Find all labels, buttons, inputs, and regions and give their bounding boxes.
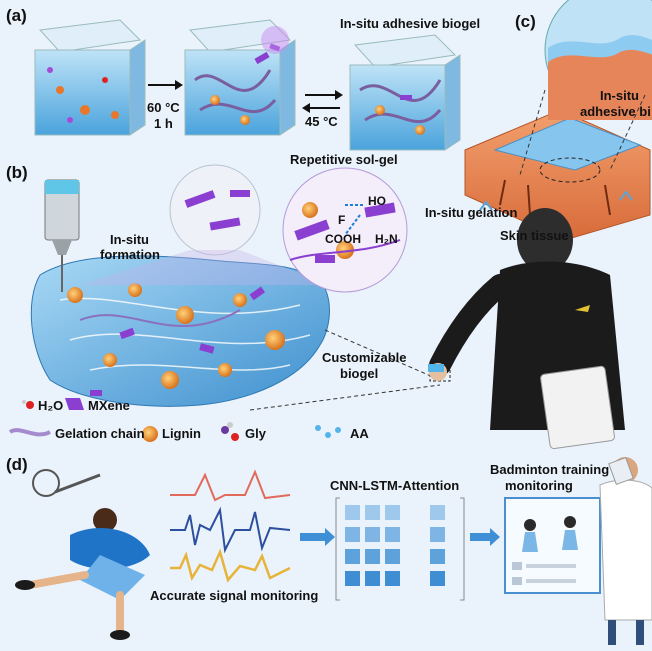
adhesive-biogel-title: In-situ adhesive biogel: [340, 16, 480, 31]
insitu-formation-line1: In-situ: [110, 232, 149, 247]
badminton-player: [15, 470, 150, 640]
signal-monitoring-label: Accurate signal monitoring: [150, 588, 318, 603]
beaker-cube-3: [350, 35, 460, 150]
repetitive-sol-gel: Repetitive sol-gel: [290, 152, 398, 167]
arrow-to-model: [300, 528, 335, 546]
beaker-cube-1: [35, 20, 145, 135]
chem-h2n: H₂N: [375, 232, 398, 246]
panel-label-b: (b): [6, 163, 28, 183]
insitu-formation-line2: formation: [100, 247, 160, 262]
adhesive-line1: In-situ: [600, 88, 639, 103]
chem-cooh: COOH: [325, 232, 361, 246]
legend-aa: AA: [350, 426, 369, 441]
cool-temperature: 45 °C: [305, 114, 338, 129]
monitor-screen: [505, 498, 600, 593]
training-line2: monitoring: [505, 478, 573, 493]
panel-label-d: (d): [6, 455, 28, 475]
insitu-gelation: In-situ gelation: [425, 205, 517, 220]
panel-label-a: (a): [6, 6, 27, 26]
model-label: CNN-LSTM-Attention: [330, 478, 459, 493]
legend-gly: Gly: [245, 426, 266, 441]
heat-time: 1 h: [154, 116, 173, 131]
person-with-sensor: [428, 208, 625, 449]
reversible-arrows: [302, 90, 343, 113]
heat-temperature: 60 °C: [147, 100, 180, 115]
arrow-to-monitor: [470, 528, 500, 546]
skin-tissue: Skin tissue: [500, 228, 569, 243]
signal-traces: [170, 472, 290, 580]
beaker-cube-2: [185, 20, 295, 135]
customizable-line1: Customizable: [322, 350, 407, 365]
heat-arrow: [148, 80, 183, 90]
legend-gelation-chain: Gelation chain: [55, 426, 145, 441]
chem-f: F: [338, 213, 345, 227]
chemistry-zoom-bubble: [283, 168, 407, 292]
training-line1: Badminton training: [490, 462, 609, 477]
legend-h2o: H₂O: [38, 398, 63, 413]
legend-lignin: Lignin: [162, 426, 201, 441]
legend-mxene: MXene: [88, 398, 130, 413]
doctor-figure: [600, 457, 652, 645]
panel-label-c: (c): [515, 12, 536, 32]
adhesive-line2: adhesive bi: [580, 104, 651, 119]
chem-ho: HO: [368, 194, 386, 208]
customizable-line2: biogel: [340, 366, 378, 381]
neural-network-grid: [336, 498, 464, 600]
